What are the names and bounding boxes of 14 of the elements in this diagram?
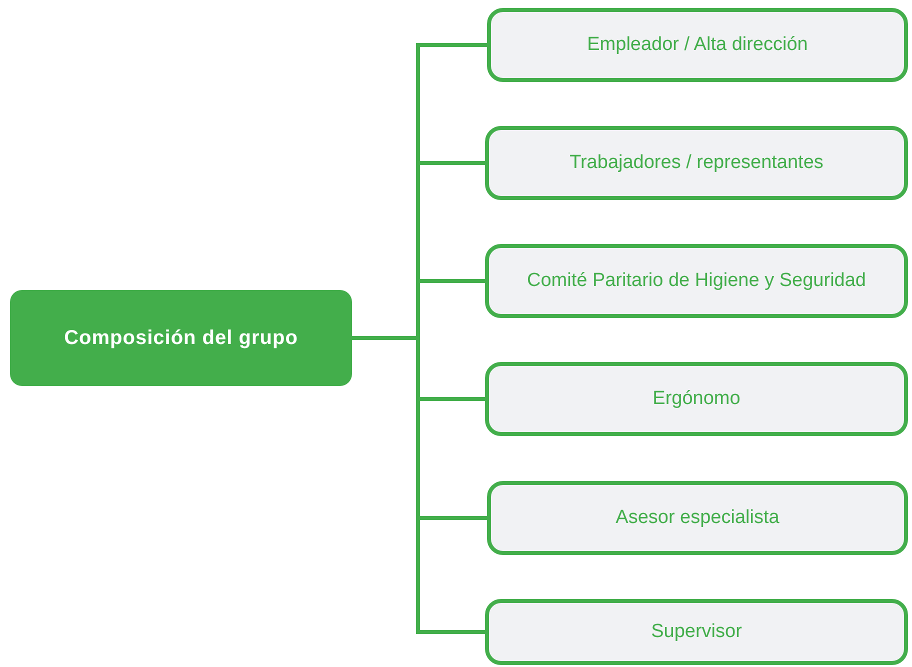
member-box [485,362,908,436]
member-box [485,126,908,200]
member-label: Empleador / Alta dirección [586,34,809,56]
member-label: Ergónomo [652,388,742,410]
group-box [10,290,352,386]
member-label: Supervisor [650,621,743,643]
member-box [485,599,908,665]
member-label: Comité Paritario de Higiene y Seguridad [526,270,867,292]
member-label: Trabajadores / representantes [568,152,824,174]
member-box [487,8,908,82]
member-box [487,481,908,555]
member-label: Asesor especialista [614,507,780,529]
member-box [485,244,908,318]
group-title: Composición del grupo [63,326,299,350]
